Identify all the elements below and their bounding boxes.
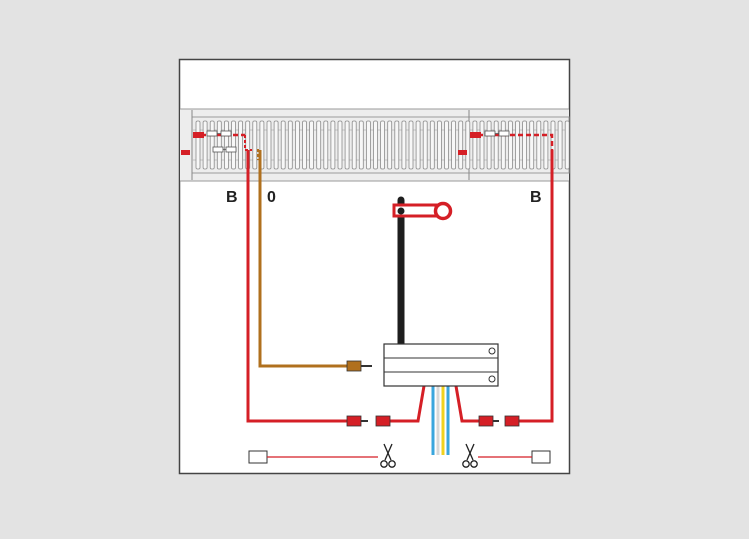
cut-line-left [248, 443, 396, 468]
track-sleeper [209, 120, 215, 170]
track-sleeper [266, 120, 272, 170]
track-sleeper [252, 120, 258, 170]
track-sleeper [287, 120, 293, 170]
track-sleeper [294, 120, 300, 170]
track-sleeper [472, 120, 478, 170]
center-rail-contact-right [470, 133, 554, 150]
track-sleepers [195, 120, 570, 170]
track-section [180, 108, 570, 182]
semaphore-signal-icon [392, 196, 453, 348]
track-sleeper [302, 120, 307, 170]
track-sleeper [451, 120, 457, 170]
track-sleeper [216, 120, 222, 170]
wire-bundle [431, 386, 450, 455]
plug-red-right [478, 415, 520, 427]
scissors-icon [462, 443, 478, 468]
track-sleeper [486, 120, 492, 170]
cut-line-right [462, 443, 551, 468]
track-sleeper [316, 120, 322, 170]
signal-decoder-box [383, 343, 499, 387]
track-sleeper [401, 120, 407, 170]
wire-brown [258, 150, 347, 368]
track-sleeper [536, 120, 542, 170]
track-sleeper [380, 120, 386, 170]
track-sleeper [330, 120, 336, 170]
track-sleeper [309, 120, 315, 170]
track-sleeper [351, 120, 357, 170]
wire-red-right [454, 150, 554, 423]
track-sleeper [557, 120, 563, 170]
track-connector-plug [206, 130, 237, 153]
track-sleeper [223, 120, 229, 170]
track-sleeper [408, 120, 414, 170]
track-sleeper [358, 120, 364, 170]
track-sleeper [337, 120, 343, 170]
track-sleeper [564, 120, 570, 170]
track-sleeper [373, 120, 378, 170]
plug-brown [346, 360, 372, 372]
terminal-label-0: 0 [267, 189, 276, 206]
track-sleeper [529, 120, 535, 170]
track-sleeper [365, 120, 371, 170]
track-sleeper [479, 120, 485, 170]
track-sleeper [387, 120, 393, 170]
track-sleeper [422, 120, 428, 170]
track-sleeper [280, 120, 286, 170]
plug-red-left [346, 415, 391, 427]
track-sleeper [238, 120, 244, 170]
track-sleeper [436, 120, 442, 170]
track-sleeper [500, 120, 506, 170]
track-sleeper [522, 120, 527, 170]
wire-red-left [246, 150, 426, 423]
track-sleeper [415, 120, 421, 170]
track-sleeper [458, 120, 464, 170]
track-sleeper [195, 120, 201, 170]
track-sleeper [202, 120, 208, 170]
track-sleeper [394, 120, 400, 170]
terminal-label-b-left: B [226, 189, 238, 206]
track-sleeper [273, 120, 279, 170]
track-sleeper [543, 120, 549, 170]
track-sleeper [515, 120, 520, 170]
track-sleeper [344, 120, 350, 170]
track-sleeper [493, 120, 499, 170]
track-sleeper [444, 120, 449, 170]
signal-lamp [433, 201, 453, 221]
terminal-label-b-right: B [530, 189, 542, 206]
track-sleeper [231, 120, 236, 170]
track-sleeper [507, 120, 513, 170]
track-sleeper [323, 120, 329, 170]
track-sleeper [429, 120, 435, 170]
scissors-icon [380, 443, 396, 468]
track-sleeper [465, 120, 471, 170]
